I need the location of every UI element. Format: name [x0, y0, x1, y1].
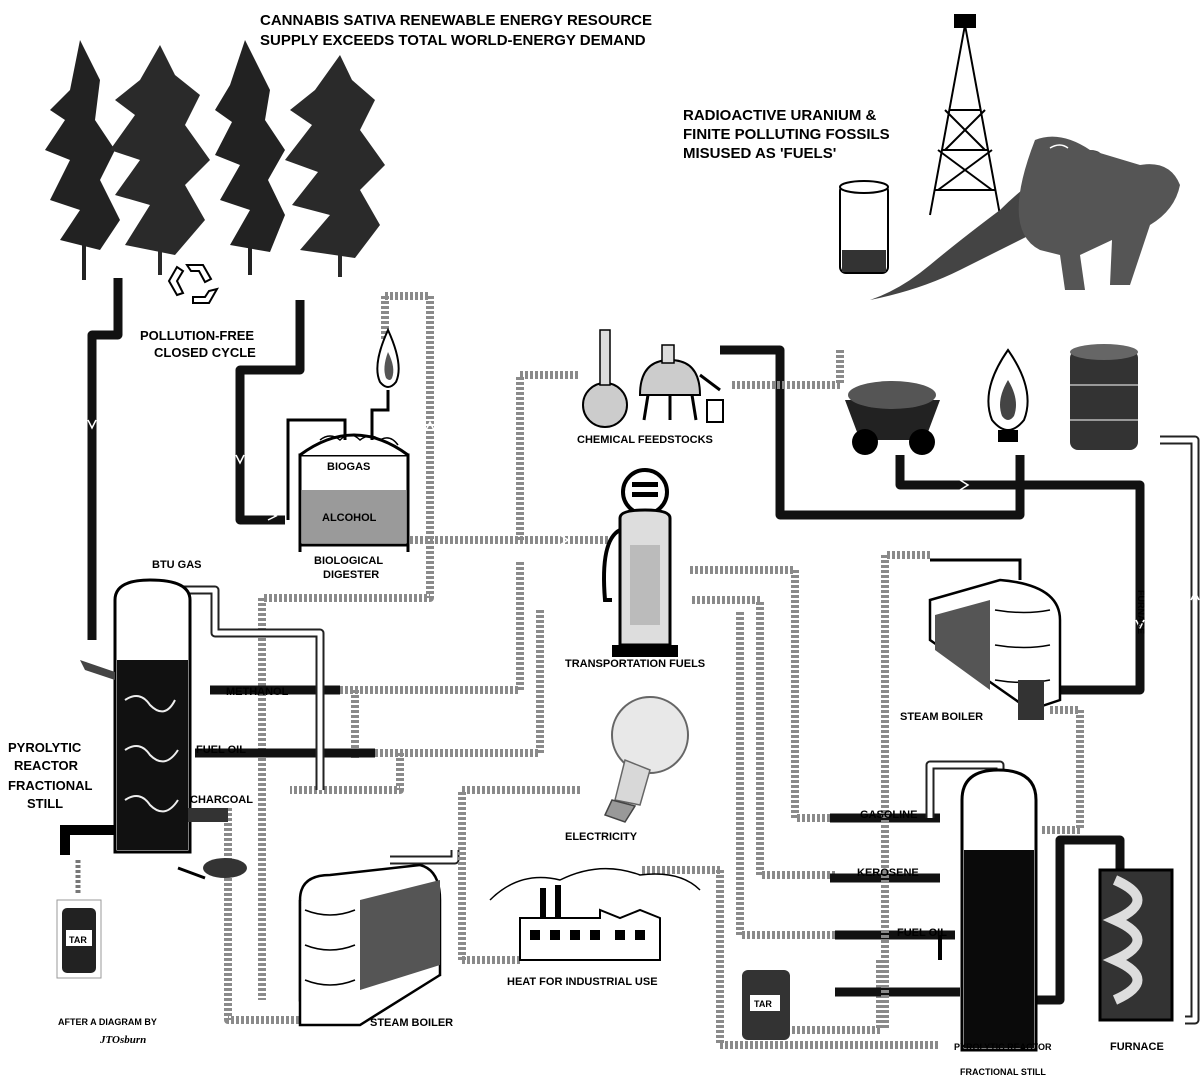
- pipe-kerosene-to-transport: [690, 596, 835, 879]
- title-line-2: SUPPLY EXCEEDS TOTAL WORLD-ENERGY DEMAND: [260, 32, 646, 49]
- pipe-gasoline-to-transport: [690, 566, 850, 822]
- flow-arrows: [87, 419, 1200, 630]
- pyrolytic-reactor-right: [938, 768, 1038, 1052]
- reactor-left-name-2: REACTOR: [14, 758, 79, 773]
- steam-boiler-left-label: STEAM BOILER: [370, 1017, 453, 1029]
- tar-barrel-left: [56, 899, 102, 979]
- kerosene-label: KEROSENE: [857, 867, 919, 879]
- pipe-fuel-oil-right: [736, 610, 835, 939]
- pipe-digester-down: [258, 292, 434, 1000]
- tar-left-label: TAR: [69, 935, 87, 945]
- coal-cart-icon: [845, 381, 940, 455]
- reactor-right-name-2: FRACTIONAL STILL: [960, 1067, 1046, 1077]
- reactor-left-name-3: FRACTIONAL: [8, 778, 93, 793]
- gas-flame-icon: [987, 348, 1029, 442]
- pipe-network: [87, 278, 1200, 1049]
- biogas-label: BIOGAS: [327, 461, 370, 473]
- oil-drum-icon: [1070, 344, 1138, 450]
- pipe-fossil-to-boiler: [895, 455, 1145, 695]
- gasoline-label: GASOLINE: [860, 809, 917, 821]
- pyrolytic-reactor-left: [60, 578, 228, 855]
- labels: CANNABIS SATIVA RENEWABLE ENERGY RESOURC…: [8, 12, 1164, 1077]
- charcoal-label: CHARCOAL: [190, 794, 253, 806]
- pipe-plants-to-reactor: [87, 278, 123, 640]
- fuel-oil-right-label: FUEL OIL: [897, 927, 947, 939]
- pipe-fossil-to-chemical: [720, 345, 1025, 520]
- transportation-fuels-label: TRANSPORTATION FUELS: [565, 658, 705, 670]
- furnace-vertical-label: FURNACE: [1136, 590, 1146, 634]
- steam-boiler-right: [928, 558, 1062, 720]
- credit-signature: JTOsburn: [99, 1034, 146, 1046]
- recycle-icon: [167, 264, 220, 304]
- plant-1: [45, 40, 120, 280]
- tar-barrel-right: [742, 970, 790, 1040]
- btu-gas-label: BTU GAS: [152, 559, 202, 571]
- pipe-methanol-branch: [340, 686, 359, 760]
- pipe-to-furnace: [1000, 835, 1125, 1005]
- fuel-oil-left-label: FUEL OIL: [196, 744, 246, 756]
- reactor-right-name-1: PYROLYTIC REACTOR: [954, 1042, 1052, 1052]
- pipe-tar-return: [790, 960, 884, 1034]
- chemical-flasks-icon: [582, 329, 724, 428]
- pipe-boiler-right-return: [1040, 706, 1084, 834]
- furnace-icon: [1098, 868, 1174, 1022]
- oil-derrick-icon: [929, 14, 1001, 216]
- tar-right-label: TAR: [754, 999, 772, 1009]
- title-line-1: CANNABIS SATIVA RENEWABLE ENERGY RESOURC…: [260, 12, 652, 29]
- dinosaur-icon: [870, 136, 1180, 300]
- cycle-line-1: POLLUTION-FREE: [140, 328, 254, 343]
- digester-name-1: BIOLOGICAL: [314, 555, 383, 567]
- chemical-feedstocks-label: CHEMICAL FEEDSTOCKS: [577, 434, 713, 446]
- plant-4: [285, 55, 385, 277]
- steam-boiler-right-label: STEAM BOILER: [900, 711, 983, 723]
- pipe-fuel-oil-grey: [375, 610, 544, 757]
- uranium-barrel-icon: [839, 180, 889, 274]
- pipe-boiler-right-down: [881, 551, 930, 1030]
- pipe-bottom-loop: [716, 870, 940, 1049]
- fossil-line-2: FINITE POLLUTING FOSSILS: [683, 126, 890, 143]
- pipe-fossil-chemical-in: [730, 350, 844, 389]
- light-bulb-icon: [603, 696, 689, 823]
- plant-3: [215, 40, 285, 275]
- reactor-left-name-1: PYROLYTIC: [8, 740, 82, 755]
- charcoal-scoop-icon: [177, 858, 247, 880]
- furnace-label: FURNACE: [1110, 1041, 1164, 1053]
- gas-pump-icon: [602, 468, 678, 657]
- pipe-to-chemical: [516, 371, 580, 540]
- steam-boiler-left: [298, 863, 442, 1027]
- pipe-to-electricity: [458, 786, 580, 960]
- reactor-left-name-4: STILL: [27, 796, 63, 811]
- biological-digester: [286, 327, 410, 552]
- heat-industrial-label: HEAT FOR INDUSTRIAL USE: [507, 976, 658, 988]
- plant-2: [110, 45, 210, 275]
- factory-icon: [489, 867, 701, 961]
- pipe-charcoal-boiler: [224, 808, 330, 1024]
- cannabis-plants-illustration: [45, 40, 385, 280]
- alcohol-label: ALCOHOL: [322, 512, 377, 524]
- digester-name-2: DIGESTER: [323, 569, 379, 581]
- electricity-label: ELECTRICITY: [565, 831, 638, 843]
- pipe-fuel-oil-branch: [290, 753, 404, 794]
- fossil-line-3: MISUSED AS 'FUELS': [683, 145, 836, 162]
- cycle-line-2: CLOSED CYCLE: [154, 345, 256, 360]
- pipe-methanol-to-transport: [340, 560, 524, 694]
- fossil-line-1: RADIOACTIVE URANIUM &: [683, 107, 876, 124]
- pipe-plants-to-digester: [235, 300, 305, 525]
- credit-line-1: AFTER A DIAGRAM BY: [58, 1017, 157, 1027]
- methanol-label: METHANOL: [226, 686, 289, 698]
